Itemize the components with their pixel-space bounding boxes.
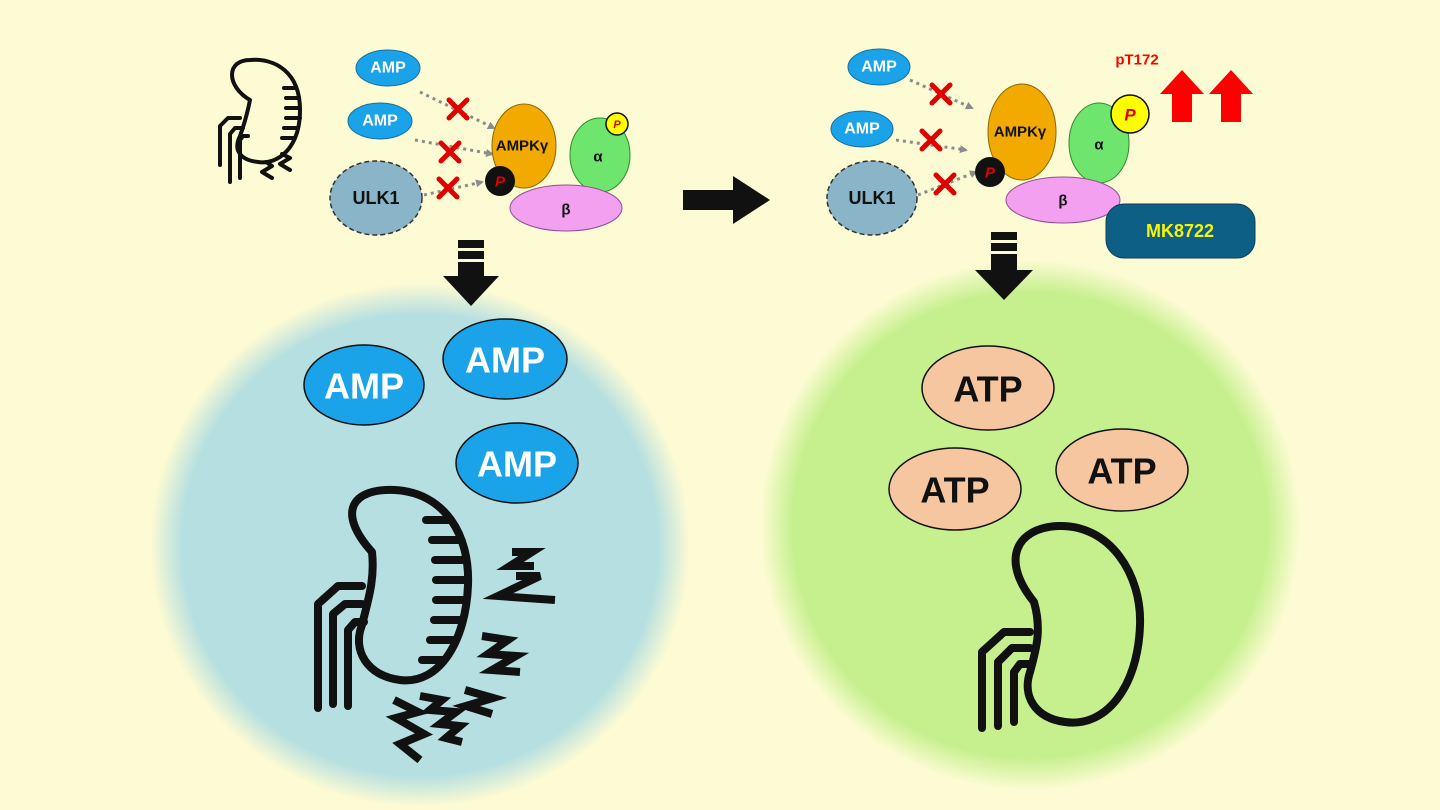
ampk-gamma-label: AMPKγ bbox=[496, 138, 549, 155]
phospho-site-alpha bbox=[605, 112, 629, 136]
phospho-label: P bbox=[1124, 106, 1136, 125]
down-arrow-icon bbox=[975, 232, 1033, 300]
lightning-zigzag-icon bbox=[385, 548, 556, 764]
amp-label: AMP bbox=[370, 60, 406, 77]
right-inhibited-arrows bbox=[895, 78, 978, 197]
up-arrow-icon bbox=[1209, 70, 1253, 122]
left-inhibited-arrows bbox=[414, 90, 496, 197]
phospho-label: P bbox=[985, 165, 996, 182]
injured-kidney-icon bbox=[218, 57, 302, 184]
atp-label: ATP bbox=[1087, 451, 1156, 492]
ampk-gamma-label: AMPKγ bbox=[994, 124, 1047, 141]
ampk-beta-label: β bbox=[1058, 193, 1067, 210]
amp-label: AMP bbox=[477, 444, 557, 485]
amp-label: AMP bbox=[362, 113, 398, 130]
up-arrow-icon bbox=[1160, 70, 1204, 122]
amp-label: AMP bbox=[844, 121, 880, 138]
pt172-label: pT172 bbox=[1115, 52, 1158, 69]
atp-label: ATP bbox=[953, 369, 1022, 410]
left-amp-large-2: AMP bbox=[442, 318, 568, 400]
phospho-site-alpha bbox=[1110, 94, 1150, 134]
phospho-label: P bbox=[495, 174, 506, 191]
right-atp-1: ATP bbox=[921, 345, 1055, 431]
mk8722-badge: MK8722 bbox=[1105, 203, 1256, 259]
amp-label: AMP bbox=[861, 59, 897, 76]
right-atp-2: ATP bbox=[888, 447, 1022, 531]
inhibition-x-icon bbox=[932, 85, 950, 103]
injured-kidney-icon bbox=[314, 485, 473, 712]
ulk1-label: ULK1 bbox=[352, 188, 399, 208]
ampk-beta-label: β bbox=[561, 202, 570, 219]
ulk1-label: ULK1 bbox=[848, 188, 895, 208]
right-arrow-icon bbox=[683, 176, 770, 224]
mk8722-label: MK8722 bbox=[1146, 221, 1214, 241]
right-ampk-complex: AMPKγ α β P P bbox=[975, 83, 1150, 224]
healthy-state-circle bbox=[760, 260, 1300, 790]
inhibition-x-icon bbox=[439, 179, 457, 197]
right-ulk1: ULK1 bbox=[826, 160, 918, 236]
ampk-alpha-label: α bbox=[593, 149, 603, 166]
phospho-site-gamma bbox=[485, 166, 515, 196]
right-atp-3: ATP bbox=[1055, 428, 1189, 512]
right-amp-small-2: AMP bbox=[830, 110, 894, 148]
atp-label: ATP bbox=[920, 470, 989, 511]
left-ulk1: ULK1 bbox=[329, 160, 423, 236]
ampk-alpha-label: α bbox=[1094, 137, 1104, 154]
down-arrow-icon bbox=[443, 240, 499, 306]
injured-state-circle bbox=[150, 283, 690, 807]
inhibition-x-icon bbox=[936, 175, 954, 193]
right-amp-small-1: AMP bbox=[847, 48, 911, 86]
left-amp-large-1: AMP bbox=[303, 344, 425, 426]
left-amp-small-2: AMP bbox=[347, 102, 413, 140]
left-amp-large-3: AMP bbox=[455, 422, 579, 504]
amp-label: AMP bbox=[324, 366, 404, 407]
phospho-label: P bbox=[613, 119, 621, 131]
left-ampk-complex: AMPKγ α β P P bbox=[485, 103, 631, 232]
amp-label: AMP bbox=[465, 340, 545, 381]
healthy-kidney-icon bbox=[978, 521, 1145, 732]
phospho-site-gamma bbox=[975, 157, 1005, 187]
left-amp-small-1: AMP bbox=[355, 49, 421, 87]
